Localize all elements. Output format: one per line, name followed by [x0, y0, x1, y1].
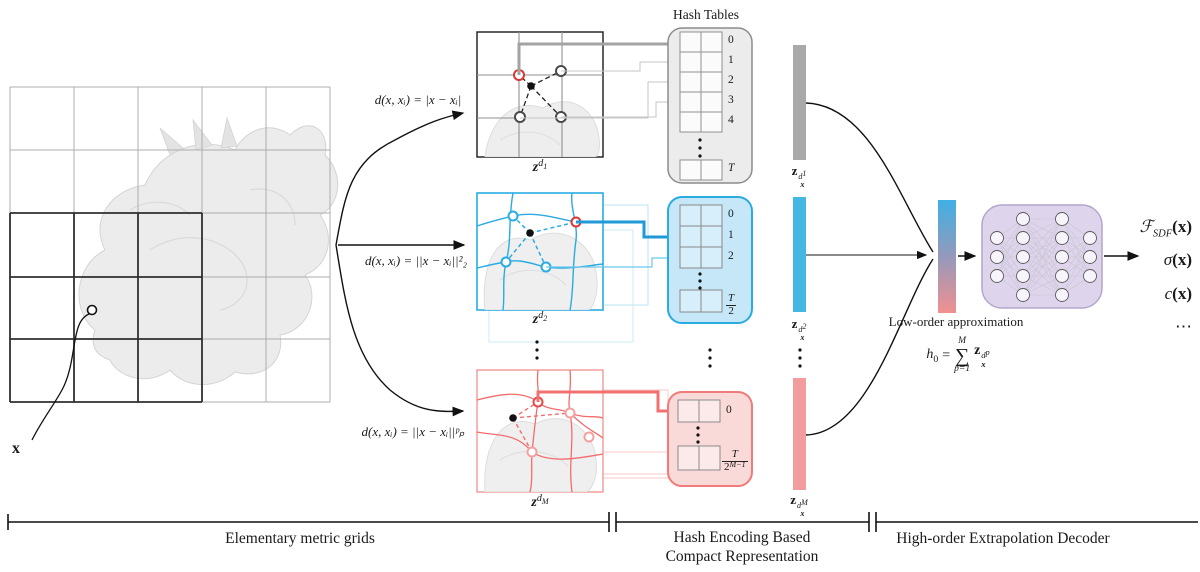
- low-order-approximation-label: Low-order approximation: [888, 314, 1024, 329]
- section-ruler: [7, 512, 1198, 532]
- connectors-d1: [517, 42, 668, 119]
- x-point-label: x: [12, 440, 20, 457]
- section-label-metric-grids: Elementary metric grids: [225, 530, 375, 547]
- output-color: c(x): [1164, 283, 1192, 303]
- hash-red-row-0: 0: [726, 404, 732, 416]
- output-fsdf: ℱSDF(x): [1139, 217, 1192, 240]
- metric-grid-dark: [9, 212, 203, 403]
- vertical-ellipsis-blue-table: [698, 272, 702, 290]
- hash-gray-row-0: 0: [728, 34, 734, 46]
- section-label-hash-encoding: Hash Encoding Based Compact Representati…: [665, 529, 819, 565]
- distance-formula-d1: d(x, xᵢ) = |x − xᵢ|: [374, 92, 462, 107]
- hash-table-blue: [667, 196, 753, 324]
- decoder-outputs: ℱSDF(x) σ(x) c(x) ⋯: [1112, 214, 1192, 340]
- gradient-feature-bar: [938, 200, 956, 313]
- distance-formula-dM: d(x, xᵢ) = ||x − xᵢ||ᵖₚ: [361, 424, 465, 439]
- dragon-silhouette: [78, 116, 339, 385]
- hash-blue-row-1: 1: [728, 229, 734, 241]
- connectors-d2: [546, 220, 668, 268]
- merge-arrows: [805, 102, 934, 436]
- vertical-ellipsis-gray-table: [698, 138, 702, 158]
- panel-d1: [476, 31, 604, 158]
- hash-tables-title: Hash Tables: [673, 7, 739, 22]
- hash-gray-row-1: 1: [728, 54, 734, 66]
- z-label-d1: zd1: [532, 158, 548, 175]
- feature-bar-d1: [793, 45, 806, 160]
- output-sigma: σ(x): [1163, 250, 1192, 270]
- fan-arrows: [335, 110, 466, 417]
- mlp-box: [981, 204, 1103, 309]
- query-point-marker: [31, 304, 98, 441]
- hash-blue-row-0: 0: [728, 208, 734, 220]
- panel-dM: [476, 369, 669, 493]
- hash-table-red: [667, 391, 753, 487]
- hash-gray-row-2: 2: [728, 74, 734, 86]
- mlp-network: [990, 212, 1097, 302]
- hash-gray-row-T: T: [728, 162, 735, 174]
- feature-bar-d2: [793, 197, 806, 312]
- vertical-ellipsis-hash-column: [708, 348, 802, 368]
- distance-formula-d2: d(x, xᵢ) = ||x − xᵢ||²₂: [364, 253, 468, 268]
- z-label-dM: zdM: [531, 493, 549, 510]
- vertical-ellipsis-panels: [535, 340, 539, 360]
- output-ellipsis: ⋯: [1175, 317, 1192, 337]
- z-label-d2: zd2: [532, 310, 548, 327]
- hash-gray-row-4: 4: [728, 114, 734, 126]
- vertical-ellipsis-red-table: [696, 426, 700, 444]
- connectors-dM: [536, 390, 673, 413]
- hash-gray-row-3: 3: [728, 94, 734, 106]
- section-label-decoder: High-order Extrapolation Decoder: [896, 530, 1110, 547]
- hash-blue-row-2: 2: [728, 250, 734, 262]
- hash-table-gray: [667, 27, 753, 184]
- feature-bar-dM: [793, 378, 806, 490]
